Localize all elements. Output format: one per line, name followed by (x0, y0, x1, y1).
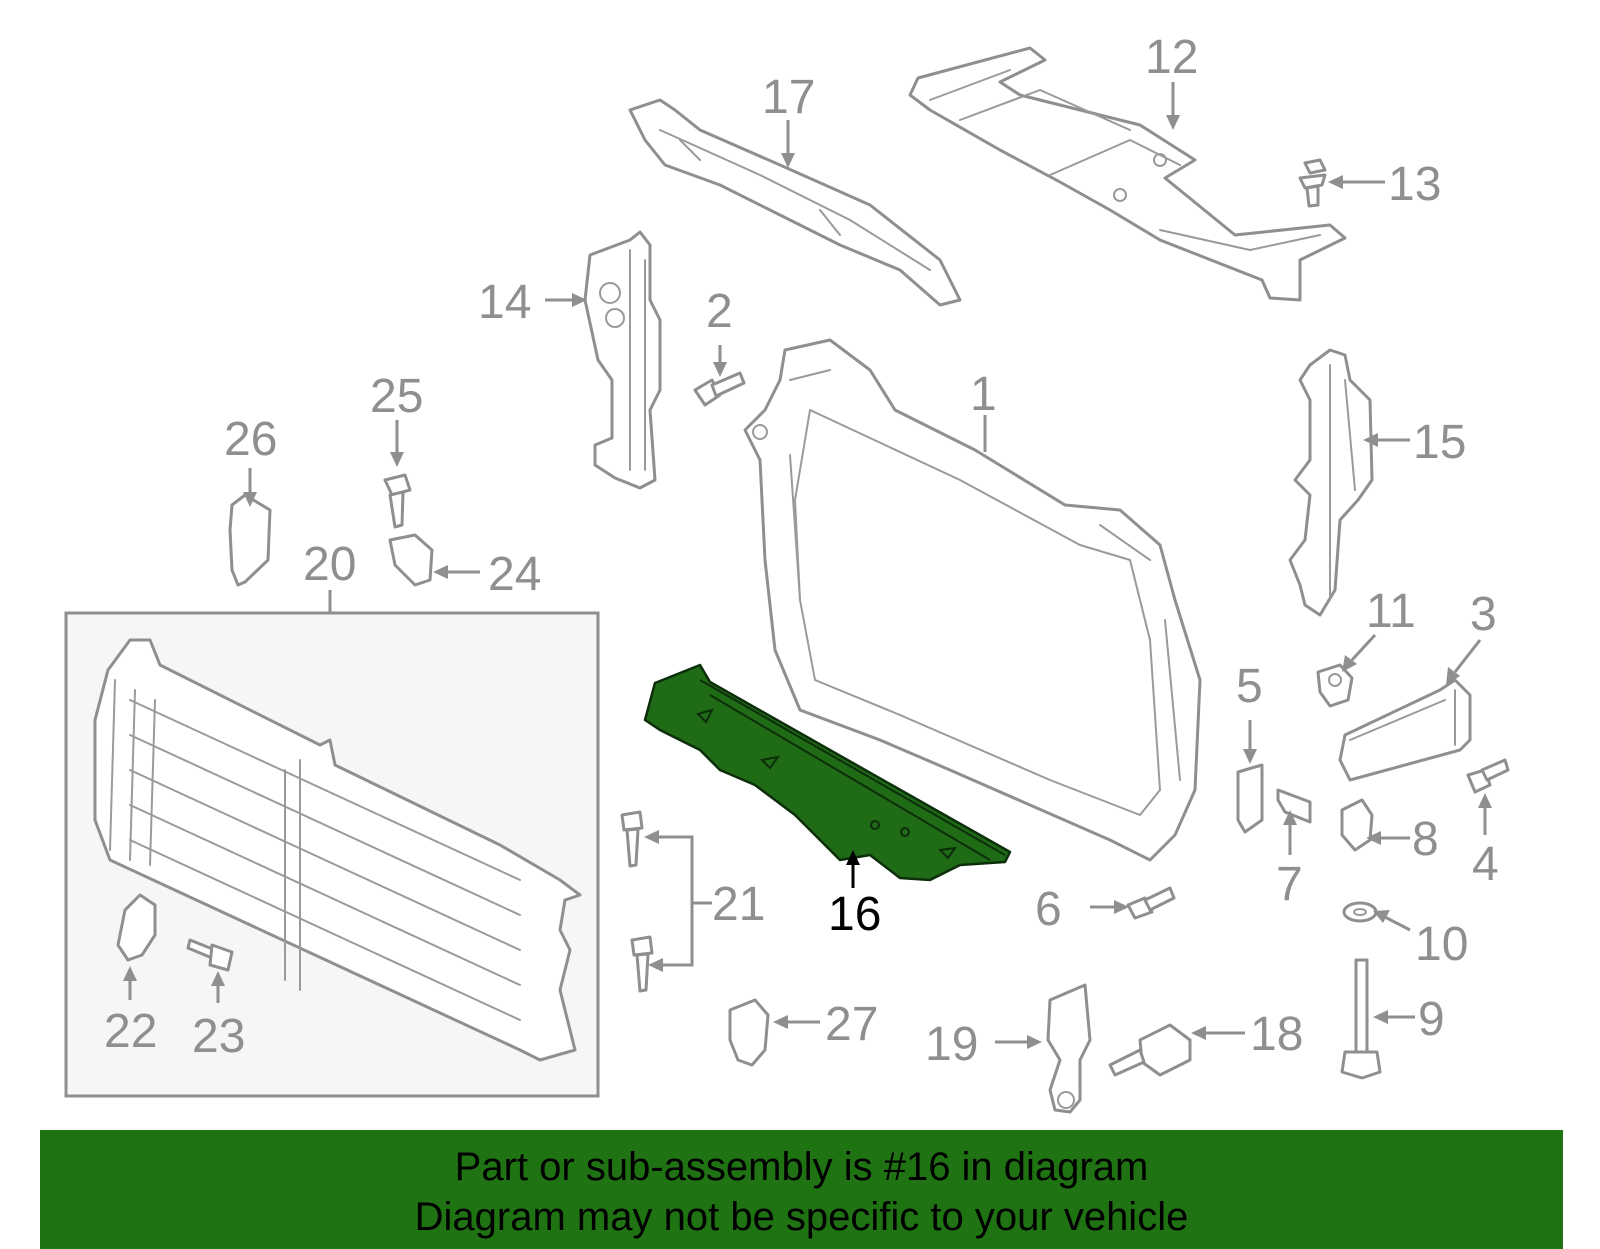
part-7-plate[interactable] (1276, 788, 1312, 824)
label-part-21: 21 (712, 878, 765, 931)
label-part-24: 24 (488, 548, 541, 601)
label-part-5: 5 (1236, 660, 1263, 713)
part-3-crash-bar[interactable] (1338, 678, 1472, 782)
label-part-13: 13 (1388, 158, 1441, 211)
label-part-19: 19 (925, 1018, 978, 1071)
part-15-right-bracket[interactable] (1288, 348, 1374, 617)
label-part-18: 18 (1250, 1008, 1303, 1061)
label-part-7: 7 (1276, 858, 1303, 911)
part-12-upper-crossmember[interactable] (908, 46, 1347, 302)
label-part-27: 27 (825, 998, 878, 1051)
part-24-clip[interactable] (388, 533, 434, 587)
callout-lines (123, 82, 1492, 1049)
part-22-clip[interactable] (116, 893, 157, 962)
part-5-bracket[interactable] (1236, 763, 1264, 834)
label-part-8: 8 (1412, 813, 1439, 866)
label-part-25: 25 (370, 370, 423, 423)
part-4-bolt[interactable] (1466, 758, 1510, 794)
label-part-10: 10 (1415, 918, 1468, 971)
part-6-bolt[interactable] (1126, 886, 1176, 920)
part-11-nut[interactable] (1316, 663, 1354, 708)
part-25-screw[interactable] (383, 473, 412, 529)
label-part-15: 15 (1413, 416, 1466, 469)
part-18-sensor[interactable] (1108, 1023, 1192, 1077)
label-part-6: 6 (1035, 883, 1062, 936)
part-14-left-bracket[interactable] (583, 230, 662, 490)
label-part-26: 26 (224, 413, 277, 466)
label-part-17: 17 (762, 71, 815, 124)
part-17-upper-deflector[interactable] (628, 98, 962, 307)
label-part-12: 12 (1145, 31, 1198, 84)
part-10-washer[interactable] (1342, 901, 1378, 923)
label-part-11: 11 (1366, 585, 1416, 638)
part-8-bracket[interactable] (1340, 798, 1374, 852)
part-21-screws[interactable] (620, 810, 654, 993)
label-part-4: 4 (1472, 838, 1499, 891)
banner-line-part-number: Part or sub-assembly is #16 in diagram (454, 1145, 1149, 1189)
label-part-20: 20 (303, 538, 356, 591)
label-part-23: 23 (192, 1010, 245, 1063)
banner-line-disclaimer: Diagram may not be specific to your vehi… (414, 1195, 1189, 1239)
part-20-shutter-assembly[interactable] (93, 638, 582, 1062)
part-26-bracket[interactable] (228, 493, 272, 587)
label-part-3: 3 (1470, 588, 1497, 641)
label-part-22: 22 (104, 1005, 157, 1058)
info-banner: Part or sub-assembly is #16 in diagram D… (40, 1130, 1563, 1249)
part-13-pin[interactable] (1298, 158, 1327, 208)
part-1-radiator-support[interactable] (743, 338, 1202, 862)
part-2-bolt[interactable] (693, 371, 746, 407)
part-19-hood-latch[interactable] (1046, 983, 1092, 1114)
label-part-1: 1 (970, 368, 997, 421)
label-part-16: 16 (828, 888, 881, 941)
part-27-clip[interactable] (728, 998, 770, 1067)
label-part-14: 14 (478, 276, 531, 329)
label-part-9: 9 (1418, 993, 1445, 1046)
part-23-screw[interactable] (186, 938, 234, 972)
part-9-long-bolt[interactable] (1340, 958, 1382, 1080)
part-16-lower-deflector[interactable] (643, 663, 1012, 882)
label-part-2: 2 (706, 285, 733, 338)
